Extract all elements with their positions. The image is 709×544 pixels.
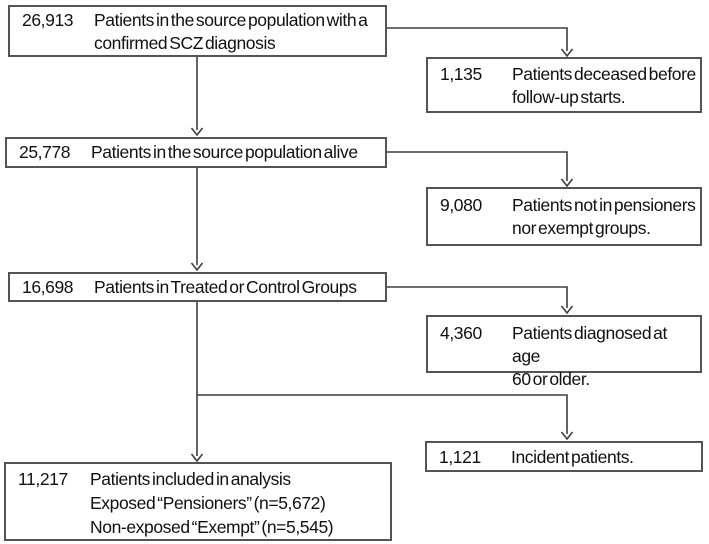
box-deceased-before-followup: 1,135 Patients deceased before follow-up…: [426, 57, 702, 113]
box-label: Patients diagnosed at age 60 or older.: [512, 323, 667, 389]
box-count: 25,778: [19, 142, 71, 162]
box-count: 1,135: [440, 64, 482, 84]
arrow-treated-to-diagnosed: [387, 286, 574, 315]
box-source-population: 26,913 Patients in the source population…: [8, 5, 387, 57]
box-label: Incident patients.: [511, 447, 634, 467]
arrow-branch-to-incident: [197, 394, 574, 441]
box-label: Patients deceased before follow-up start…: [512, 64, 696, 107]
box-label: Patients not in pensioners nor exempt gr…: [512, 195, 696, 238]
box-label: Patients in the source population with a…: [94, 10, 368, 53]
box-count: 26,913: [22, 10, 74, 30]
box-count: 4,360: [440, 323, 482, 343]
box-count: 9,080: [440, 195, 482, 215]
box-not-pensioners-nor-exempt: 9,080 Patients not in pensioners nor exe…: [426, 187, 702, 246]
arrow-source-to-deceased: [387, 27, 574, 58]
arrow-source-to-alive: [190, 57, 204, 137]
box-count: 11,217: [18, 469, 68, 489]
box-incident-patients: 1,121 Incident patients.: [425, 441, 703, 472]
arrow-alive-to-treated: [190, 168, 204, 272]
box-count: 1,121: [439, 447, 481, 467]
box-label: Patients included in analysis Exposed “P…: [90, 469, 334, 537]
box-diagnosed-age-60-or-older: 4,360 Patients diagnosed at age 60 or ol…: [426, 315, 702, 389]
box-treated-or-control-groups: 16,698 Patients in Treated or Control Gr…: [8, 272, 387, 302]
box-count: 16,698: [22, 277, 74, 297]
box-label: Patients in the source population alive: [91, 142, 358, 162]
box-source-population-alive: 25,778 Patients in the source population…: [5, 137, 387, 168]
box-included-in-analysis: 11,217 Patients included in analysis Exp…: [4, 462, 392, 541]
arrow-treated-to-analysis: [190, 302, 204, 463]
box-label: Patients in Treated or Control Groups: [94, 277, 357, 297]
arrow-alive-to-notpension: [387, 151, 574, 188]
